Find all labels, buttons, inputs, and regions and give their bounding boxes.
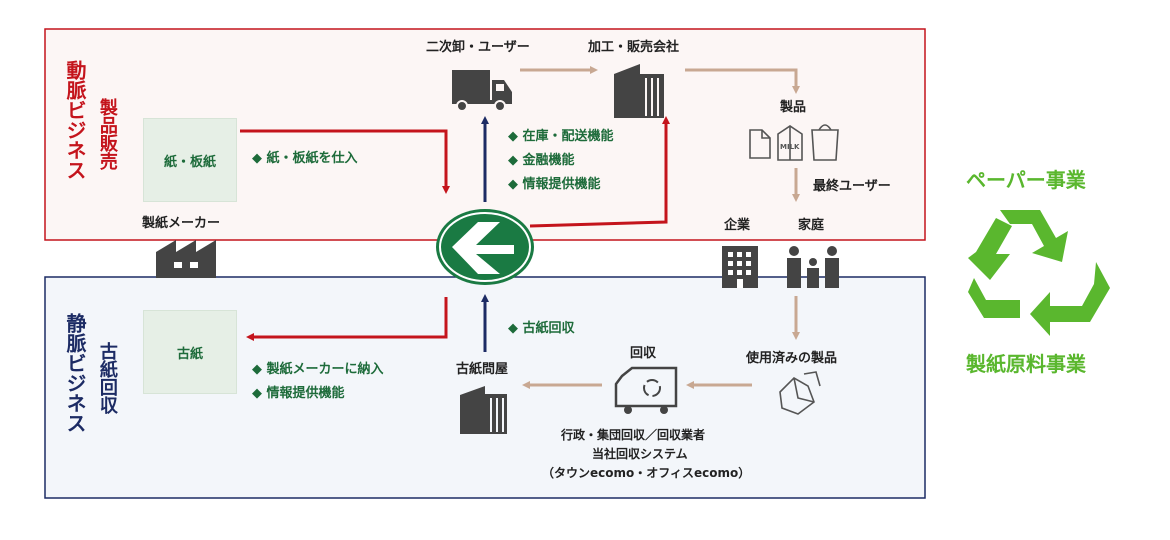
building-icon <box>614 64 664 118</box>
products-label: 製品 <box>780 100 807 115</box>
function-finance: ◆ 金融機能 <box>508 153 575 168</box>
lower-title: 静脈ビジネス <box>63 313 87 433</box>
recovery-label: 回収 <box>630 346 657 361</box>
waste-delivery-note: ◆ 製紙メーカーに納入 <box>252 362 384 377</box>
upper-title: 動脈ビジネス <box>63 60 87 180</box>
crumpled-paper-icon <box>779 371 821 415</box>
warehouse-icon <box>460 386 507 434</box>
paper-purchase-note: ◆ 紙・板紙を仕入 <box>252 151 358 166</box>
function-stock-delivery: ◆ 在庫・配送機能 <box>508 129 614 144</box>
recovery-note-2: 当社回収システム <box>592 447 688 461</box>
used-products-label: 使用済みの製品 <box>746 351 838 366</box>
paper-box: 紙・板紙 <box>143 118 237 202</box>
milk-label: MILK <box>780 143 800 151</box>
recycle-truck-icon <box>614 366 678 414</box>
recovery-note-1: 行政・集団回収／回収業者 <box>561 428 706 442</box>
lower-subtitle: 古紙回収 <box>96 342 118 414</box>
maker-label: 製紙メーカー <box>142 216 221 231</box>
company-label: 企業 <box>724 218 751 233</box>
waste-delivery-arrow <box>246 297 448 341</box>
paper-products-icon <box>749 124 839 161</box>
upper-subtitle: 製品販売 <box>96 98 118 170</box>
waste-dealer-label: 古紙問屋 <box>456 362 509 377</box>
collection-note: ◆ 古紙回収 <box>508 321 575 336</box>
raw-material-business-title: 製紙原料事業 <box>966 352 1086 376</box>
function-info: ◆ 情報提供機能 <box>508 177 601 192</box>
truck-icon <box>452 70 512 112</box>
waste-info-note: ◆ 情報提供機能 <box>252 386 345 401</box>
paper-business-title: ペーパー事業 <box>966 168 1086 192</box>
office-building-icon <box>722 246 758 288</box>
recycle-icon <box>968 210 1110 336</box>
processing-sales-label: 加工・販売会社 <box>588 40 680 55</box>
flow-arrow-2 <box>685 68 800 94</box>
waste-paper-box: 古紙 <box>143 310 237 394</box>
recovery-note-3: （タウンecomo・オフィスecomo） <box>542 466 751 480</box>
company-logo-icon <box>436 209 534 285</box>
factory-icon <box>156 240 216 278</box>
end-user-label: 最終ユーザー <box>813 179 891 194</box>
family-icon <box>787 246 839 288</box>
sales-arrow <box>529 116 670 228</box>
household-label: 家庭 <box>798 218 825 233</box>
paper-purchase-arrow <box>240 129 450 194</box>
secondary-wholesale-label: 二次卸・ユーザー <box>426 40 530 55</box>
